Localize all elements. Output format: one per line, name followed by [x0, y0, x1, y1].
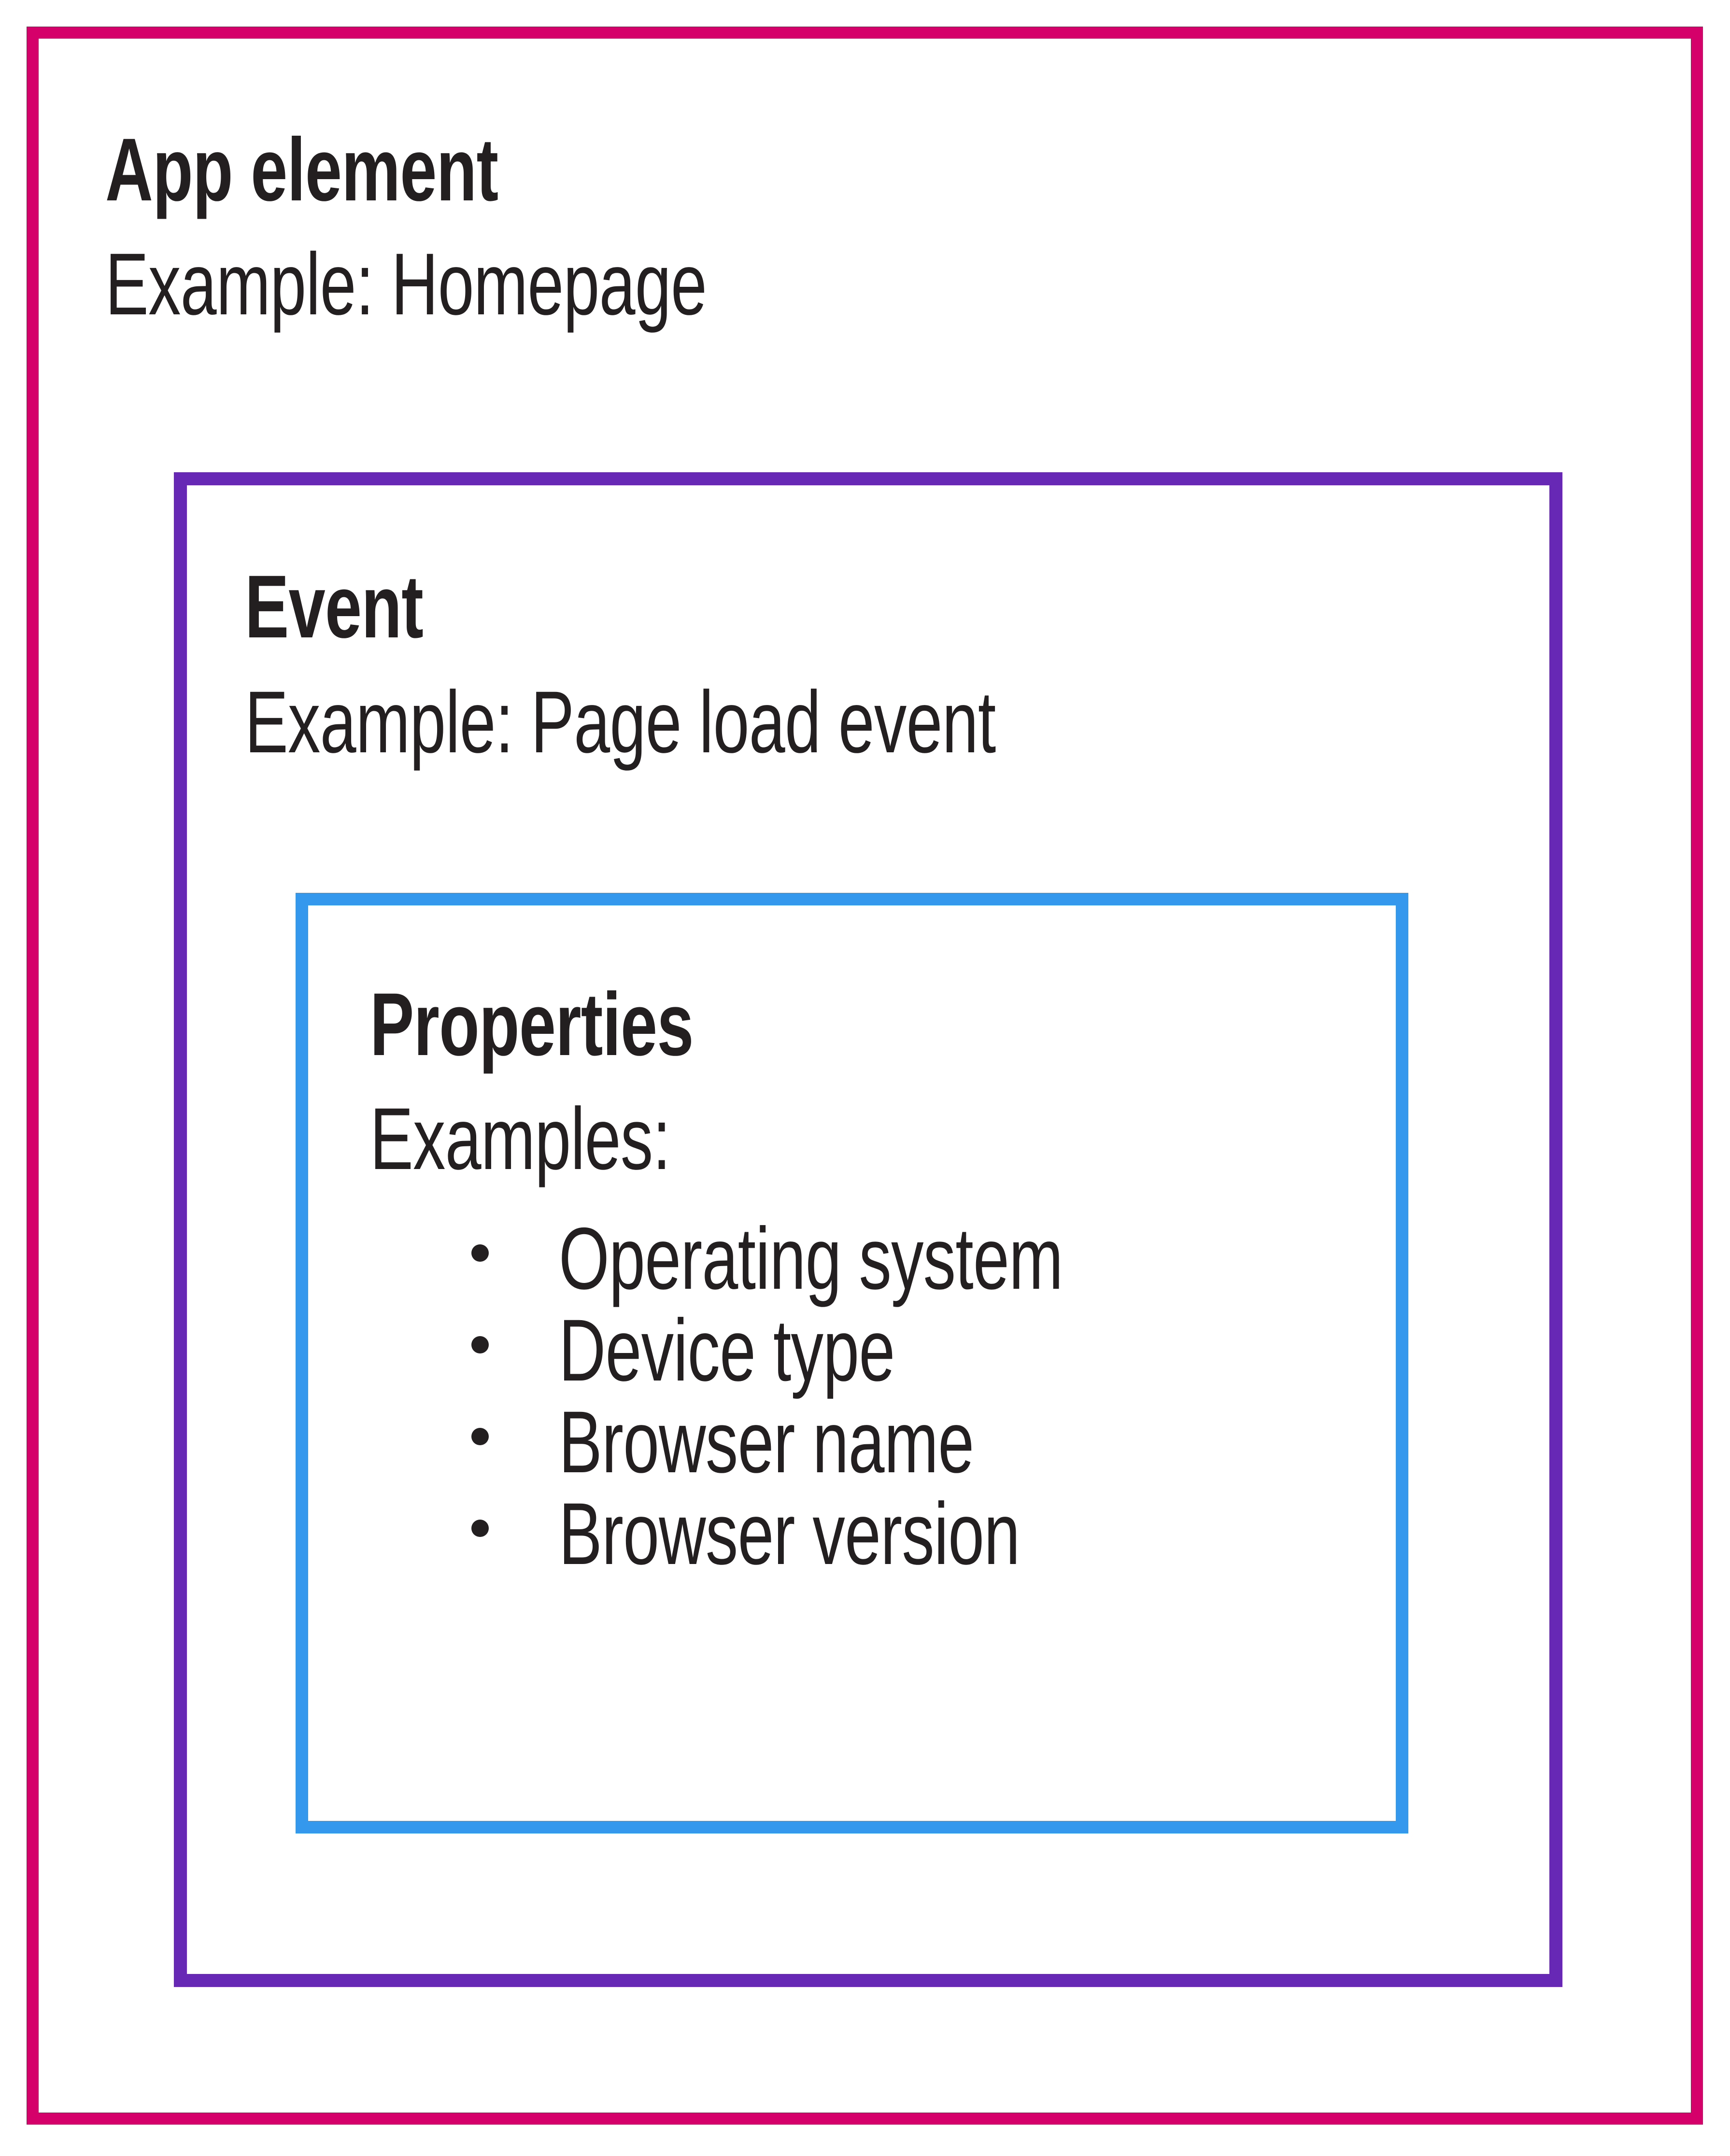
list-item-label: Browser name: [559, 1393, 974, 1491]
event-title: Event: [245, 557, 424, 657]
app-element-text-block: App element Example: Homepage: [105, 126, 918, 328]
app-element-subtitle: Example: Homepage: [105, 235, 707, 333]
bullet-icon: [471, 1428, 489, 1445]
properties-subtitle: Examples:: [370, 1089, 671, 1188]
bullet-icon: [471, 1336, 489, 1353]
properties-title: Properties: [370, 975, 694, 1074]
event-subtitle: Example: Page load event: [245, 673, 996, 771]
list-item-label: Device type: [559, 1301, 895, 1399]
properties-container: Properties Examples: Operating system De…: [296, 893, 1408, 1833]
bullet-icon: [471, 1244, 489, 1262]
event-text-block: Event Example: Page load event: [245, 563, 1260, 766]
bullet-icon: [471, 1520, 489, 1537]
list-item-label: Browser version: [559, 1484, 1020, 1583]
list-item-label: Operating system: [559, 1209, 1063, 1308]
event-container: Event Example: Page load event Propertie…: [174, 472, 1562, 1987]
properties-text-block: Properties Examples:: [370, 980, 807, 1183]
app-element-title: App element: [105, 120, 498, 220]
app-element-container: App element Example: Homepage Event Exam…: [27, 27, 1703, 2125]
